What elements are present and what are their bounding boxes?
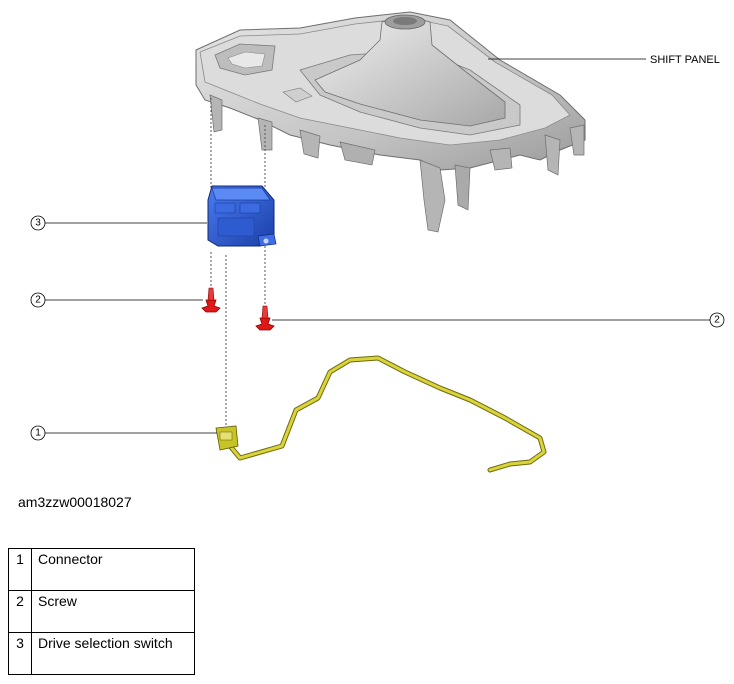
svg-text:3: 3 bbox=[35, 218, 41, 229]
legend-row: 3 Drive selection switch bbox=[8, 632, 195, 675]
exploded-view-diagram: SHIFT PANEL 3 bbox=[30, 11, 725, 473]
callout-3: 3 bbox=[30, 215, 46, 231]
legend-text: Screw bbox=[31, 590, 195, 633]
connector-harness bbox=[215, 355, 547, 473]
drive-selection-switch bbox=[207, 185, 277, 247]
shift-panel bbox=[195, 11, 586, 233]
legend-table: 1 Connector 2 Screw 3 Drive selection sw… bbox=[8, 548, 195, 675]
legend-row: 1 Connector bbox=[8, 548, 195, 591]
callout-2-left: 2 bbox=[30, 292, 46, 308]
screw-right bbox=[255, 305, 275, 331]
shift-panel-label: SHIFT PANEL bbox=[650, 54, 720, 66]
screw-left bbox=[201, 287, 221, 313]
legend-number: 3 bbox=[8, 632, 32, 675]
callout-2-right: 2 bbox=[709, 312, 725, 328]
legend-number: 1 bbox=[8, 548, 32, 591]
figure-id: am3zzw00018027 bbox=[18, 494, 132, 510]
legend-row: 2 Screw bbox=[8, 590, 195, 633]
alignment-lines bbox=[210, 98, 266, 425]
svg-text:2: 2 bbox=[714, 315, 720, 326]
svg-text:1: 1 bbox=[35, 428, 41, 439]
legend-text: Drive selection switch bbox=[31, 632, 195, 675]
svg-text:2: 2 bbox=[35, 295, 41, 306]
legend-text: Connector bbox=[31, 548, 195, 591]
callout-1: 1 bbox=[30, 425, 46, 441]
legend-number: 2 bbox=[8, 590, 32, 633]
